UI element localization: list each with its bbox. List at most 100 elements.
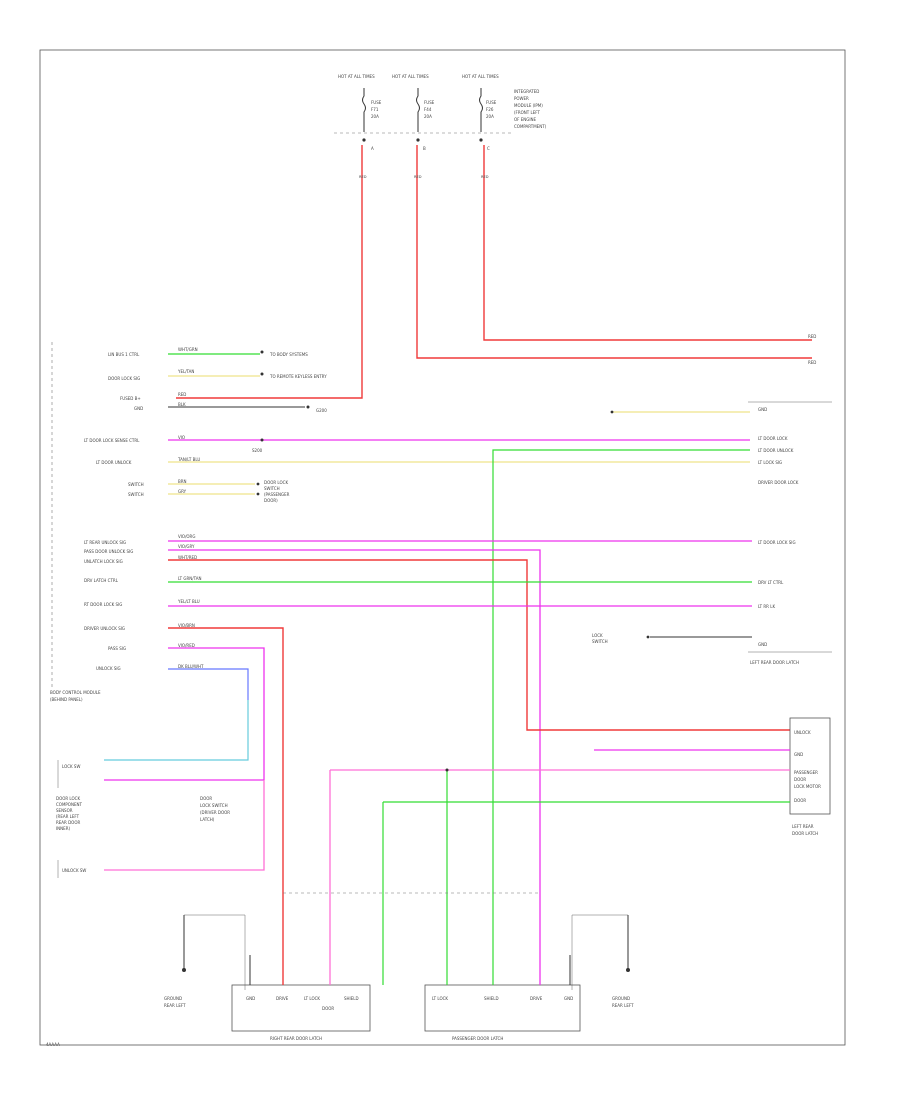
red-tag-4: RED (808, 334, 816, 339)
fuse-3-symbol (479, 88, 483, 132)
code-14: VIO/RED (178, 643, 195, 648)
wire-red-f (168, 627, 284, 910)
code-11: LT GRN/TAN (178, 576, 201, 581)
pin-label-4: LT DOOR LOCK SENSE CTRL (84, 438, 140, 443)
pin-label-12: RT DOOR LOCK SIG (84, 602, 122, 607)
fuse-box-label-5: COMPARTMENT) (514, 124, 547, 129)
fuse-1-top: HOT AT ALL TIMES (338, 74, 375, 79)
right-box-0: UNLOCK (794, 730, 811, 735)
diagram-frame (39, 49, 846, 1046)
fuse-3-inner-2: 20A (486, 114, 494, 119)
sw-note-0: DOOR LOCK (264, 480, 288, 485)
right-end-4: GND (758, 407, 767, 412)
fuse-2-inner-0: FUSE (424, 100, 435, 105)
fuse-box-label-2: MODULE (IPM) (514, 103, 543, 108)
ground-label-right-0: GROUND (612, 996, 630, 1001)
code-6: BRN (178, 479, 187, 484)
right-box-3: DOOR (794, 777, 806, 782)
fuse-2-inner-2: 20A (424, 114, 432, 119)
fuse-3-inner-0: FUSE (486, 100, 497, 105)
fuse-3-inner-1: F26 (486, 107, 494, 112)
pin-label-8: LT REAR UNLOCK SIG (84, 540, 126, 545)
fuse-1-symbol (362, 88, 366, 132)
code-4: VIO (178, 435, 185, 440)
pin-label-13: DRIVER UNLOCK SIG (84, 626, 125, 631)
right-mid-3: LT RR LK (758, 604, 775, 609)
pin-label-1: DOOR LOCK SIG (108, 376, 140, 381)
right-mid-note-2: SWITCH (592, 639, 608, 644)
code-10: WHT/RED (178, 555, 197, 560)
fuse-1-inner-1: F71 (371, 107, 379, 112)
sw2-term (256, 492, 260, 496)
lock-sw-label: LOCK SW (62, 764, 80, 769)
bc-left-pin-0: GND (246, 996, 255, 1001)
right-end-3: LT LOCK SIG (758, 460, 782, 465)
sw1-term (256, 482, 260, 486)
fuse-2-inner-1: F44 (424, 107, 432, 112)
red-tag-5: RED (808, 360, 816, 365)
fuse-3-pin: C (487, 146, 490, 151)
module-left-0: BODY CONTROL MODULE (50, 690, 101, 695)
wire-mag-low (104, 780, 265, 871)
pin-label-7: SWITCH (128, 492, 144, 497)
fuse-3-terminal (479, 138, 483, 142)
red-tag-2: RED (414, 175, 422, 179)
bc-right-pin-1: SHIELD (484, 996, 499, 1001)
sw-note-1: SWITCH (264, 486, 280, 491)
code-15: DK BLU/WHT (178, 664, 204, 669)
right-box-caption-0: LEFT REAR (792, 824, 814, 829)
right-note-0: DRIVER DOOR LOCK (758, 480, 799, 485)
right-top-term (610, 410, 614, 414)
code-12: YEL/LT BLU (177, 599, 200, 604)
pin-label-14: PASS SIG (108, 646, 126, 651)
bc-right-pin-0: LT LOCK (432, 996, 448, 1001)
red-tag-3: RED (481, 175, 489, 179)
wire-red-fuse1 (176, 145, 363, 399)
bl-note-4: REAR DOOR (56, 820, 80, 825)
mid-note-1: LOCK SWITCH (200, 803, 228, 808)
pin-label-11: DRV LATCH CTRL (84, 578, 119, 583)
right-note-3: LEFT REAR DOOR LATCH (750, 660, 799, 665)
wire-blu-h (168, 668, 249, 700)
bc-right-pin-2: DRIVE (530, 996, 543, 1001)
bc-right-caption: PASSENGER DOOR LATCH (452, 1036, 503, 1041)
pin-label-2: FUSED B+ (120, 396, 141, 401)
fuse-2-symbol (416, 88, 420, 132)
bc-left-pin-2: LT LOCK (304, 996, 320, 1001)
code-7: GRY (178, 489, 187, 494)
code-2: RED (178, 392, 186, 397)
splice-mid (445, 768, 449, 772)
footer-code: 4AAAA (46, 1042, 60, 1047)
right-box-1: GND (794, 752, 803, 757)
pin-label-0: LIN BUS 1 CTRL (108, 352, 140, 357)
right-mid-term (646, 635, 650, 639)
left-pin-labels: LIN BUS 1 CTRL DOOR LOCK SIG FUSED B+ GN… (84, 352, 144, 671)
sw-note-3: DOOR) (264, 498, 278, 503)
pin-label-5: LT DOOR UNLOCK (96, 460, 132, 465)
fuse-2-pin: B (423, 146, 426, 151)
term-1 (260, 350, 264, 354)
pin-label-15: UNLOCK SIG (96, 666, 121, 671)
term-2 (260, 372, 264, 376)
wire-red-fuse2 (416, 145, 812, 359)
ground-label-right-1: REAR LEFT (612, 1003, 634, 1008)
fuse-1-inner-0: FUSE (371, 100, 382, 105)
right-mid-note: LOCK (592, 633, 603, 638)
wire-red-fuse3 (483, 145, 812, 341)
fuse-box-label-1: POWER (514, 96, 529, 101)
splice-lock (260, 438, 264, 442)
right-gnd: GND (758, 642, 767, 647)
right-end-2: LT DOOR UNLOCK (758, 448, 794, 453)
pin-label-3: GND (134, 406, 143, 411)
fuse-group: HOT AT ALL TIMES HOT AT ALL TIMES HOT AT… (334, 74, 547, 151)
mid-note-0: DOOR (200, 796, 212, 801)
fuse-box-label-4: OF ENGINE (514, 117, 537, 122)
mid-note-2: (DRIVER DOOR (200, 810, 230, 815)
wire-grn-right (492, 449, 750, 910)
right-latch-box (789, 717, 831, 815)
code-0: WHT/GRN (178, 347, 198, 352)
module-left-1: (BEHIND PANEL) (50, 697, 83, 702)
wire-cyan-h (104, 700, 249, 761)
code-9: VIO/GRY (178, 544, 195, 549)
